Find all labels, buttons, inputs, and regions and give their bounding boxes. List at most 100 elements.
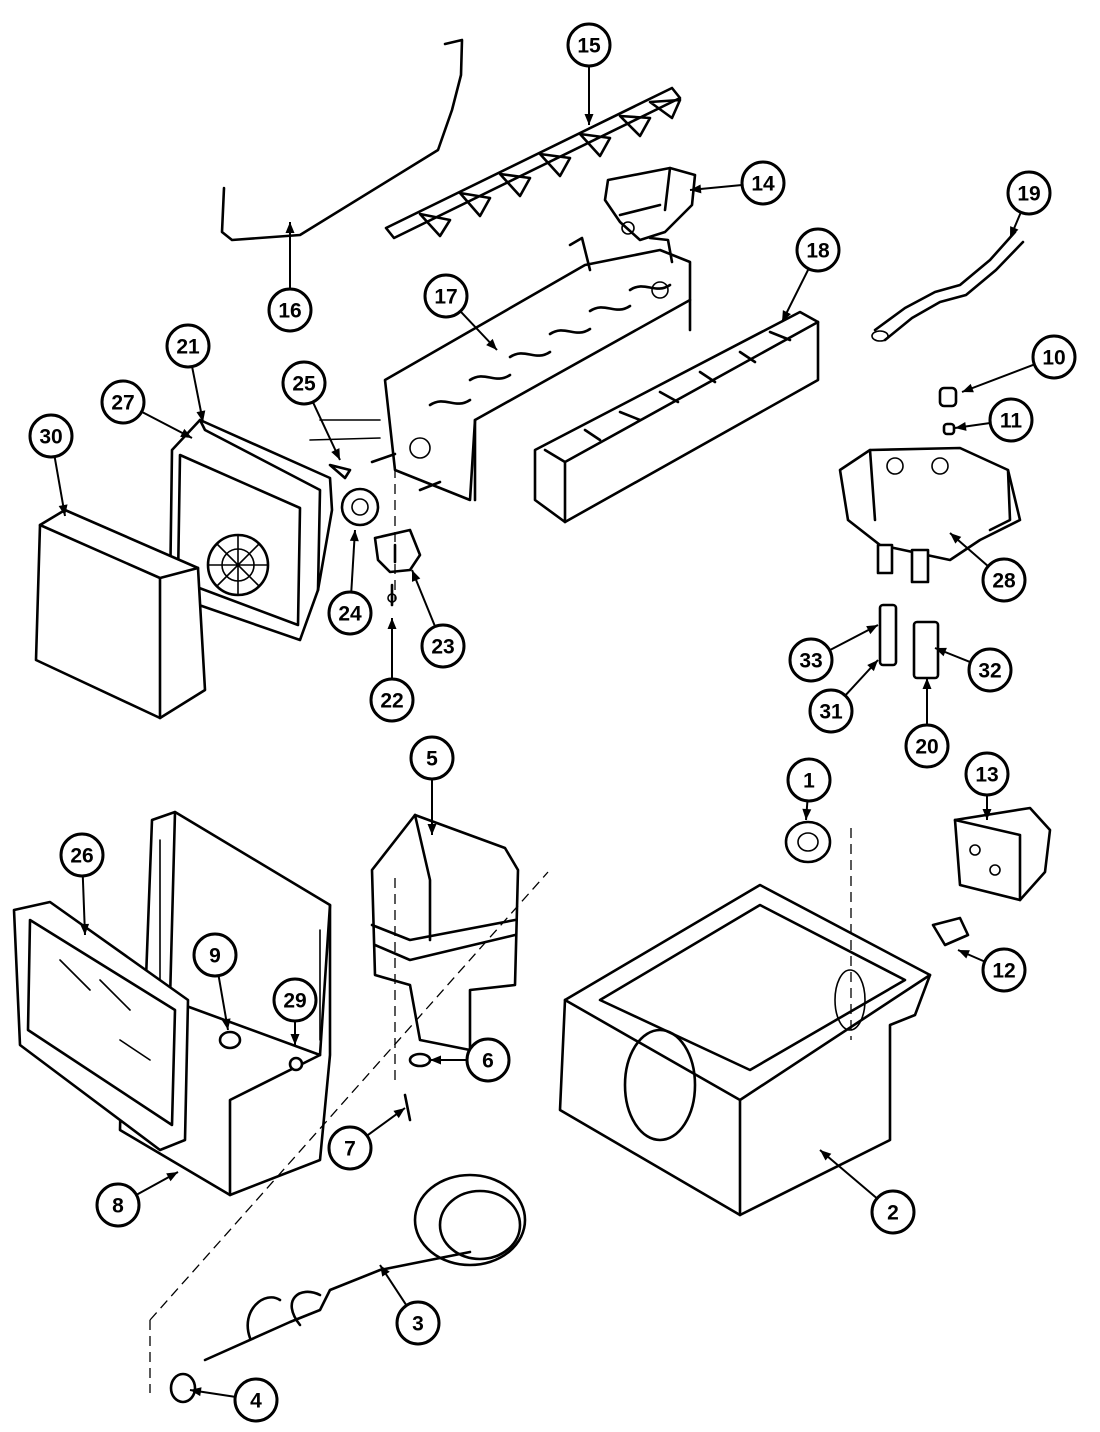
callout-number: 14 [751,173,775,196]
callout-circle [1031,334,1077,380]
alignment-lines [149,468,852,1393]
callout-number: 13 [975,764,998,787]
fill-tube [871,230,1025,342]
callout-2: 2 [819,1149,916,1235]
callout-number: 16 [278,300,301,323]
leader-arrowhead [290,1034,300,1045]
callout-33: 33 [788,624,879,683]
callout-circle [192,932,238,978]
callout-30: 30 [28,413,74,517]
leader-line [961,363,1035,393]
leader-arrowhead [331,448,340,460]
callout-number: 4 [250,1390,262,1413]
callout-circle [59,832,105,878]
callout-circle [967,647,1013,693]
leader-arrowhead [349,530,359,542]
callout-number: 3 [412,1313,424,1336]
callout-number: 9 [209,945,221,968]
leader-arrowhead [221,1018,231,1030]
callout-circle [566,22,612,68]
callout-27: 27 [100,379,193,439]
callout-circle [904,723,950,769]
callout-6: 6 [430,1037,511,1083]
callout-32: 32 [934,647,1013,693]
callout-number: 29 [283,990,306,1013]
leader-arrowhead [411,570,421,582]
callout-layer: 1234567891011121314151617181920212223242… [28,22,1077,1423]
leader-arrowhead [196,410,206,422]
ice-bucket [558,883,932,1217]
switch-module [953,806,1052,902]
leader-arrowhead [285,222,295,233]
callout-number: 20 [915,736,938,759]
callout-29: 29 [272,977,318,1045]
leader-arrowhead [190,1387,202,1397]
callout-number: 6 [482,1050,494,1073]
callout-number: 10 [1042,347,1065,370]
callout-number: 33 [799,650,822,673]
callout-3: 3 [379,1264,441,1346]
callout-28: 28 [949,532,1027,603]
bin-knobs [218,1030,304,1072]
callout-31: 31 [808,659,879,734]
callout-number: 11 [1000,410,1023,433]
callout-circle [28,413,74,459]
stripper-part [533,310,820,524]
leader-arrowhead [166,1172,178,1182]
callout-14: 14 [689,160,786,206]
callout-circle [281,360,327,406]
callout-4: 4 [189,1377,279,1423]
leader-arrowhead [782,310,791,322]
callout-circle [981,557,1027,603]
leader-arrowhead [427,824,437,835]
callout-circle [327,590,373,636]
ice-chute [370,813,520,1052]
callout-number: 21 [176,336,200,359]
leader-arrowhead [1010,226,1019,238]
callout-circle [95,1182,141,1228]
callout-21: 21 [165,323,211,423]
callout-number: 19 [1017,183,1040,206]
callout-5: 5 [409,735,455,835]
callout-17: 17 [423,273,498,351]
auger-assembly [169,1173,527,1404]
nut-and-pin [403,1052,432,1122]
callout-7: 7 [327,1107,406,1171]
leader-arrowhead [922,678,932,689]
callout-18: 18 [781,227,841,323]
water-valve [838,446,1022,584]
callout-number: 1 [803,770,815,793]
leader-arrowhead [387,618,397,629]
callout-15: 15 [566,22,612,125]
callout-circle [870,1189,916,1235]
callout-circle [423,273,469,319]
callout-23: 23 [411,569,466,669]
callout-number: 25 [292,373,316,396]
ice-mold [383,236,692,502]
callout-9: 9 [192,932,238,1031]
motor-small-parts [309,419,442,527]
leader-arrowhead [935,647,947,657]
callout-circle [808,688,854,734]
leader-arrowhead [955,421,967,431]
leader-arrowhead [380,1265,390,1277]
fittings [938,386,958,436]
callout-number: 22 [380,690,403,713]
callout-number: 2 [887,1202,899,1225]
wire-clip [931,916,970,947]
callout-11: 11 [954,397,1034,443]
leader-arrowhead [950,533,962,544]
auger-disc [784,820,832,864]
callout-number: 17 [434,286,457,309]
callout-circle [740,160,786,206]
leader-arrowhead [486,338,497,350]
leader-arrowhead [802,808,812,820]
callout-number: 12 [992,960,1015,983]
callout-circle [409,735,455,781]
bracket-part [603,166,697,242]
callout-16: 16 [267,222,313,333]
leader-arrowhead [690,184,702,194]
callout-24: 24 [327,529,373,636]
callout-number: 23 [431,636,454,659]
